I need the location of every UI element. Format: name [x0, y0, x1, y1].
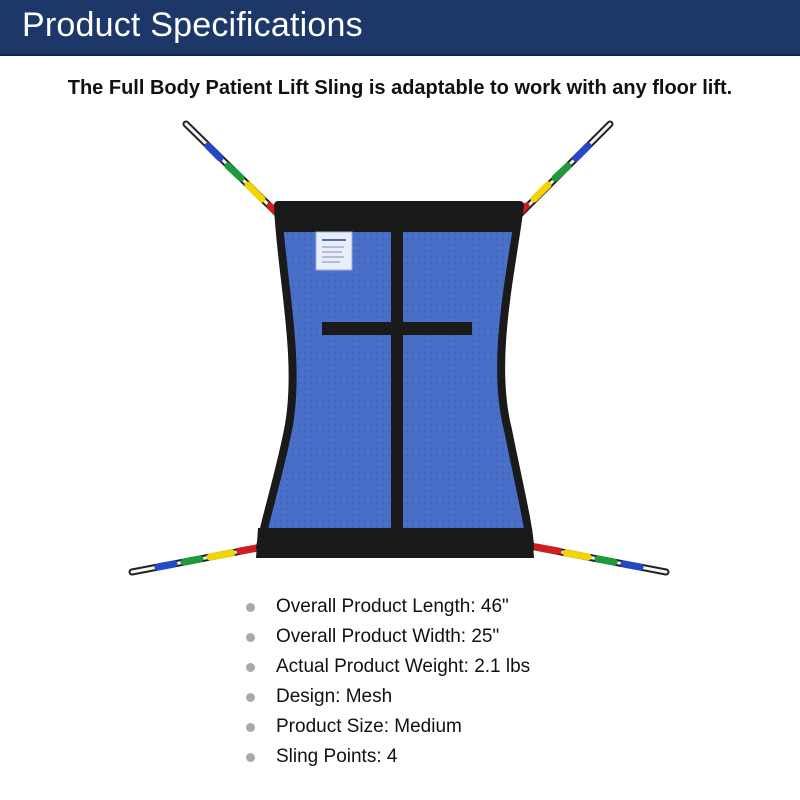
spec-text: Design: Mesh: [276, 686, 393, 707]
strap-bottom-right: [526, 542, 670, 576]
spec-text: Product Size: Medium: [276, 716, 462, 737]
bullet-icon: [246, 693, 255, 702]
bullet-icon: [246, 723, 255, 732]
bullet-icon: [246, 663, 255, 672]
spec-text: Overall Product Length: 46": [276, 596, 509, 617]
product-description: The Full Body Patient Lift Sling is adap…: [67, 77, 733, 99]
bullet-icon: [246, 633, 255, 642]
patient-lift-sling-illustration: [128, 120, 670, 576]
strap-bottom-left: [128, 542, 272, 576]
spec-item-length: Overall Product Length: 46": [246, 592, 530, 622]
center-vertical-strap: [391, 222, 403, 534]
spec-text: Actual Product Weight: 2.1 lbs: [276, 656, 531, 677]
spec-item-sling-points: Sling Points: 4: [246, 742, 530, 772]
strap-top-left: [182, 120, 290, 226]
product-image: [110, 110, 690, 590]
bullet-icon: [246, 753, 255, 762]
spec-item-weight: Actual Product Weight: 2.1 lbs: [246, 652, 530, 682]
page-title: Product Specifications: [22, 6, 363, 44]
spec-text: Sling Points: 4: [276, 746, 398, 767]
spec-item-design: Design: Mesh: [246, 682, 530, 712]
spec-list: Overall Product Length: 46" Overall Prod…: [246, 592, 530, 772]
spec-item-width: Overall Product Width: 25": [246, 622, 530, 652]
header-banner: Product Specifications: [0, 0, 800, 56]
horizontal-strap: [322, 322, 472, 335]
care-label: [315, 231, 353, 271]
spec-item-size: Product Size: Medium: [246, 712, 530, 742]
spec-text: Overall Product Width: 25": [276, 626, 500, 647]
bullet-icon: [246, 603, 255, 612]
strap-top-right: [508, 120, 614, 226]
sling-top-band: [276, 202, 522, 232]
sling-bottom-band: [256, 528, 534, 558]
